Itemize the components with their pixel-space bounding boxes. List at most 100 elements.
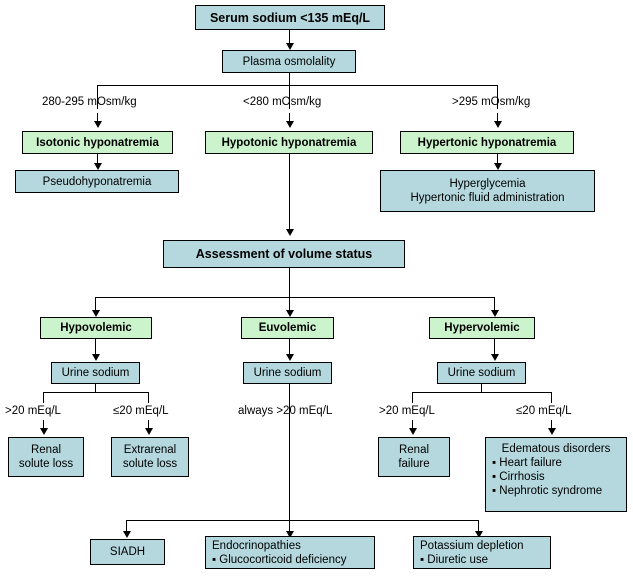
edge-una-right-arm1 (412, 392, 413, 403)
edge-to-renal-failure (412, 420, 413, 430)
arrowhead-una-right (491, 354, 499, 361)
arrowhead-isotonic (94, 121, 102, 128)
edge-hypervolemic-to-una (494, 339, 495, 356)
arrowhead-renal-failure (409, 428, 417, 435)
edge-osmolality-stem (289, 73, 290, 85)
node-endocrinopathies: Endocrinopathies ▪ Glucocorticoid defici… (205, 536, 375, 569)
node-renal-solute-loss-line2: solute loss (18, 458, 74, 470)
edge-assessment-stem (289, 268, 290, 297)
edge-hypovolemic-to-una (95, 339, 96, 356)
label-hypo-una-low: ≤20 mEq/L (113, 405, 169, 417)
label-hyper-una-high: >20 mEq/L (379, 405, 435, 417)
node-isotonic-hyponatremia: Isotonic hyponatremia (22, 131, 173, 154)
arrowhead-edematous (548, 428, 556, 435)
node-edematous-title: Edematous disorders (501, 443, 611, 455)
edge-bottom-left (126, 520, 127, 533)
node-urine-sodium-left-label: Urine sodium (61, 367, 130, 379)
edge-hypotonic-to-assessment (289, 154, 290, 230)
node-serum-sodium-label: Serum sodium <135 mEq/L (209, 10, 371, 25)
edge-una-center-down (289, 384, 290, 532)
edge-una-left-arm1 (43, 392, 44, 403)
arrowhead-renal-solute-loss (40, 428, 48, 435)
node-extrarenal-solute-loss-line1: Extrarenal (123, 444, 177, 456)
node-endocrinopathies-item: ▪ Glucocorticoid deficiency (212, 553, 347, 566)
node-urine-sodium-center-label: Urine sodium (253, 367, 322, 379)
node-assessment-volume-status-label: Assessment of volume status (195, 247, 373, 261)
label-euvolemic-una-always: always >20 mEq/L (238, 405, 333, 417)
edge-una-left-arm2 (148, 392, 149, 403)
node-hypotonic-hyponatremia: Hypotonic hyponatremia (205, 131, 373, 154)
node-hypovolemic-label: Hypovolemic (60, 322, 132, 334)
node-serum-sodium: Serum sodium <135 mEq/L (195, 5, 385, 30)
node-isotonic-hyponatremia-label: Isotonic hyponatremia (36, 136, 159, 149)
node-hypovolemic: Hypovolemic (40, 317, 152, 339)
node-endocrinopathies-title: Endocrinopathies (212, 539, 301, 552)
arrowhead-hypotonic (286, 121, 294, 128)
edge-volume-left (95, 297, 96, 312)
node-hypertonic-hyponatremia-label: Hypertonic hyponatremia (417, 136, 557, 149)
edge-una-right-arm2 (551, 392, 552, 403)
edge-osmolality-bar (97, 85, 497, 86)
node-edematous-item-1: ▪ Cirrhosis (492, 471, 545, 483)
label-hyper-una-low: ≤20 mEq/L (516, 405, 572, 417)
node-hypertonic-causes-line1: Hyperglycemia (449, 178, 526, 190)
node-siadh-label: SIADH (109, 546, 146, 558)
node-renal-failure-line1: Renal (398, 444, 430, 456)
arrowhead-hypertonic (494, 121, 502, 128)
arrowhead-potassium (475, 531, 483, 538)
edge-una-left-stem (95, 384, 96, 392)
edge-osmolality-left (97, 85, 98, 109)
node-potassium-item: ▪ Diuretic use (420, 553, 488, 566)
node-edematous-item-2: ▪ Nephrotic syndrome (492, 485, 603, 497)
node-pseudohyponatremia: Pseudohyponatremia (15, 170, 179, 193)
node-renal-solute-loss-line1: Renal (30, 444, 62, 456)
edge-to-extrarenal-solute-loss (148, 420, 149, 430)
edge-hypertonic-to-causes (497, 154, 498, 165)
node-hypervolemic-label: Hypervolemic (444, 322, 520, 334)
node-euvolemic: Euvolemic (241, 317, 334, 339)
node-euvolemic-label: Euvolemic (258, 322, 317, 334)
node-siadh: SIADH (90, 539, 165, 565)
arrowhead-hypovolemic (92, 310, 100, 317)
node-edematous-disorders: Edematous disorders ▪ Heart failure ▪ Ci… (485, 437, 627, 512)
node-urine-sodium-right-label: Urine sodium (447, 367, 516, 379)
node-urine-sodium-left: Urine sodium (51, 362, 140, 384)
edge-bottom-bar (126, 520, 478, 521)
label-osm-isotonic: 280-295 mOsm/kg (42, 96, 137, 108)
edge-una-left-bar (43, 392, 148, 393)
node-potassium-depletion: Potassium depletion ▪ Diuretic use (413, 536, 551, 569)
edge-isotonic-to-pseudo (97, 154, 98, 165)
node-urine-sodium-center: Urine sodium (243, 362, 332, 384)
node-extrarenal-solute-loss: Extrarenal solute loss (111, 437, 189, 477)
node-urine-sodium-right: Urine sodium (437, 362, 526, 384)
edge-to-hypertonic (497, 113, 498, 123)
edge-volume-bar (95, 297, 495, 298)
edge-to-renal-solute-loss (43, 420, 44, 430)
edge-una-right-stem (481, 384, 482, 392)
node-hypertonic-hyponatremia: Hypertonic hyponatremia (400, 131, 574, 154)
edge-osmolality-right (497, 85, 498, 109)
label-osm-hypotonic: <280 mOsm/kg (243, 96, 322, 108)
node-hypertonic-causes-line2: Hypertonic fluid administration (410, 192, 565, 204)
arrowhead-una-left (92, 354, 100, 361)
node-hypertonic-causes: Hyperglycemia Hypertonic fluid administr… (380, 170, 595, 212)
node-extrarenal-solute-loss-line2: solute loss (122, 458, 178, 470)
edge-una-right-bar (412, 392, 551, 393)
node-renal-failure: Renal failure (378, 437, 450, 477)
node-renal-solute-loss: Renal solute loss (8, 437, 84, 477)
arrowhead-extrarenal-solute-loss (145, 428, 153, 435)
arrowhead-hypervolemic (491, 310, 499, 317)
edge-osmolality-center (289, 85, 290, 109)
edge-root-to-osmolality (289, 30, 290, 45)
arrowhead-endocrinopathies (286, 531, 294, 538)
arrowhead-hypertonic-causes (494, 163, 502, 170)
arrowhead-una-center (286, 354, 294, 361)
arrowhead-siadh (123, 531, 131, 538)
node-hypervolemic: Hypervolemic (429, 317, 535, 339)
node-pseudohyponatremia-label: Pseudohyponatremia (42, 175, 152, 188)
arrowhead-pseudo (94, 163, 102, 170)
edge-to-isotonic (97, 113, 98, 123)
node-edematous-item-0: ▪ Heart failure (492, 457, 562, 469)
edge-to-edematous (551, 420, 552, 430)
